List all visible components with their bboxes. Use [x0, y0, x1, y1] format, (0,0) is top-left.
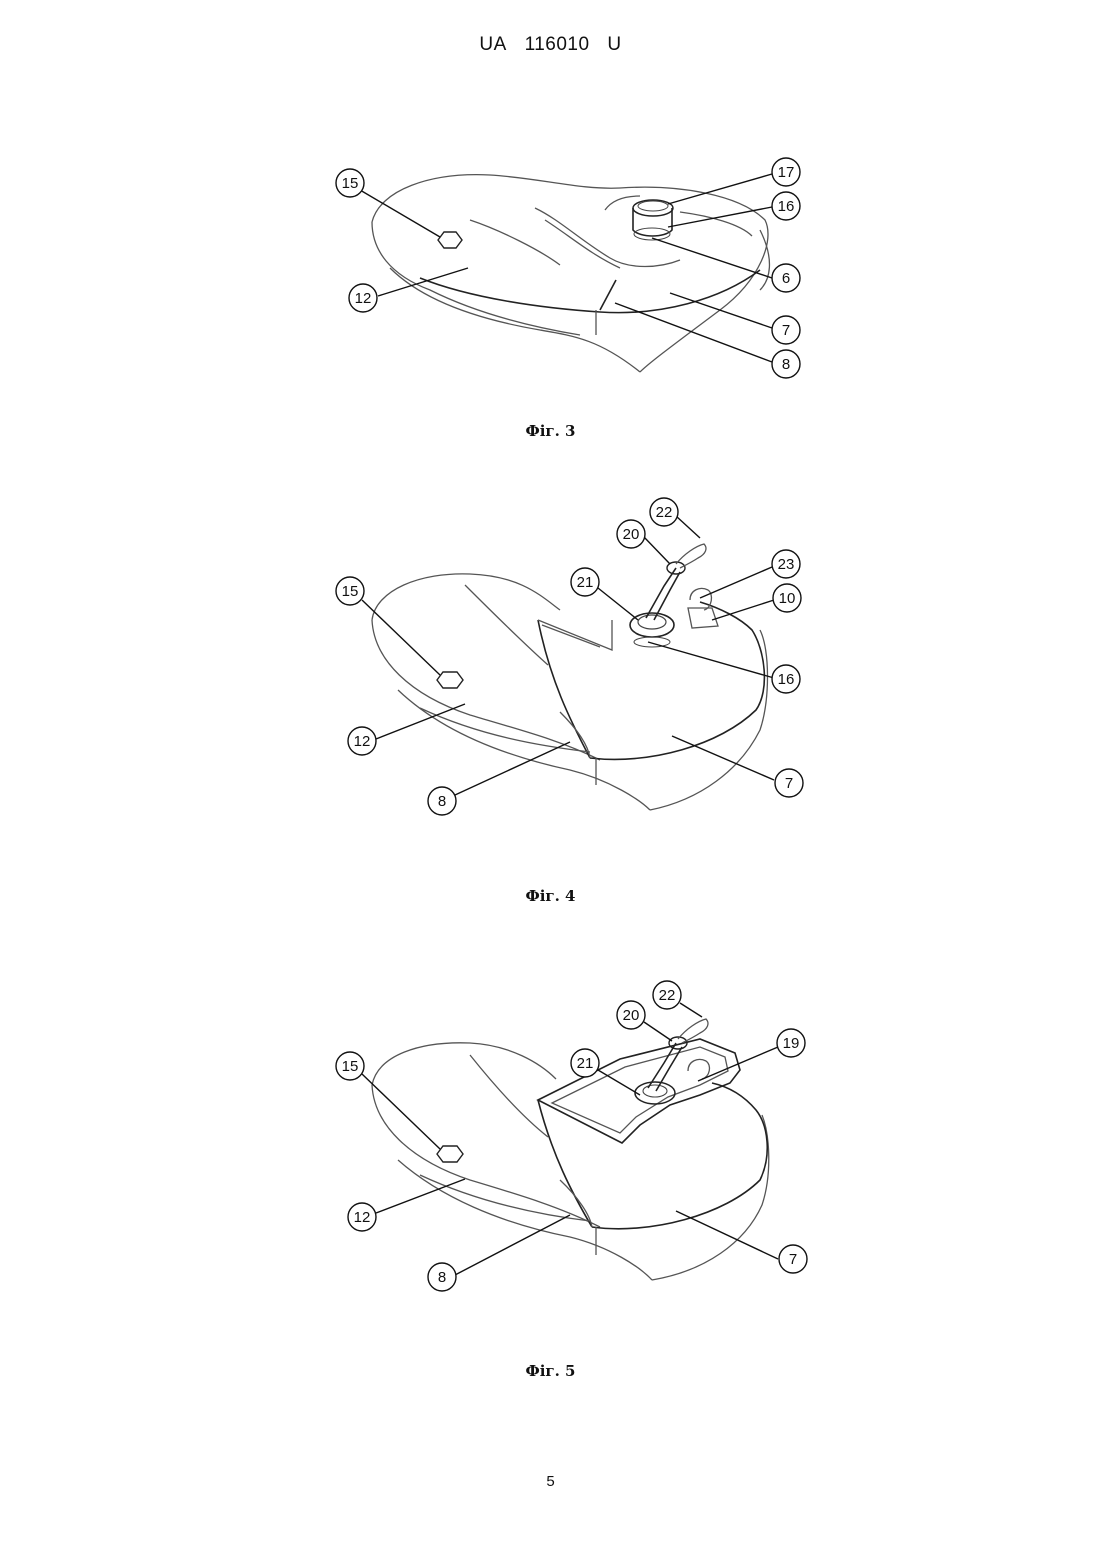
svg-text:12: 12	[354, 1209, 371, 1226]
svg-text:22: 22	[659, 987, 676, 1004]
svg-text:7: 7	[789, 1251, 797, 1268]
callout-21: 21	[571, 568, 599, 596]
callout-17: 17	[772, 158, 800, 186]
callout-12: 12	[348, 727, 376, 755]
callout-7: 7	[775, 769, 803, 797]
svg-text:20: 20	[623, 1007, 640, 1024]
figure-4-caption: Фіг. 4	[0, 887, 1101, 905]
svg-text:8: 8	[438, 1269, 446, 1286]
callout-7: 7	[772, 316, 800, 344]
svg-text:6: 6	[782, 270, 790, 287]
svg-text:19: 19	[783, 1035, 800, 1052]
callout-16: 16	[772, 192, 800, 220]
svg-text:15: 15	[342, 1058, 359, 1075]
callout-22: 22	[650, 498, 678, 526]
callout-6: 6	[772, 264, 800, 292]
svg-text:17: 17	[778, 164, 795, 181]
callout-15: 15	[336, 169, 364, 197]
callout-16: 16	[772, 665, 800, 693]
figure-4: 22 20 23 21 10 15 16 12 7 8	[0, 490, 1101, 830]
svg-text:20: 20	[623, 526, 640, 543]
figure-3-caption: Фіг. 3	[0, 422, 1101, 440]
callout-22: 22	[653, 981, 681, 1009]
callout-12: 12	[348, 1203, 376, 1231]
svg-text:22: 22	[656, 504, 673, 521]
svg-text:8: 8	[438, 793, 446, 810]
figure-5-caption: Фіг. 5	[0, 1362, 1101, 1380]
callout-8: 8	[772, 350, 800, 378]
svg-text:21: 21	[577, 574, 594, 591]
page-number: 5	[0, 1473, 1101, 1490]
figure-5-drawing: 22 20 19 21 15 12 7 8	[0, 975, 1101, 1315]
svg-text:15: 15	[342, 175, 359, 192]
callout-10: 10	[773, 584, 801, 612]
svg-text:12: 12	[355, 290, 372, 307]
callout-20: 20	[617, 520, 645, 548]
callout-21: 21	[571, 1049, 599, 1077]
patent-kind: U	[607, 34, 621, 55]
callout-23: 23	[772, 550, 800, 578]
svg-text:16: 16	[778, 198, 795, 215]
figure-5: 22 20 19 21 15 12 7 8	[0, 975, 1101, 1315]
svg-text:7: 7	[785, 775, 793, 792]
svg-text:23: 23	[778, 556, 795, 573]
patent-country: UA	[479, 34, 506, 55]
callout-8: 8	[428, 1263, 456, 1291]
figure-3-drawing: 15 17 16 6 12 7 8	[0, 150, 1101, 410]
svg-text:16: 16	[778, 671, 795, 688]
svg-text:21: 21	[577, 1055, 594, 1072]
svg-text:12: 12	[354, 733, 371, 750]
callout-12: 12	[349, 284, 377, 312]
svg-text:15: 15	[342, 583, 359, 600]
patent-number: 116010	[525, 34, 590, 55]
callout-15: 15	[336, 577, 364, 605]
callout-19: 19	[777, 1029, 805, 1057]
svg-text:8: 8	[782, 356, 790, 373]
callout-20: 20	[617, 1001, 645, 1029]
callout-7: 7	[779, 1245, 807, 1273]
callout-15: 15	[336, 1052, 364, 1080]
callout-8: 8	[428, 787, 456, 815]
svg-text:7: 7	[782, 322, 790, 339]
svg-text:10: 10	[779, 590, 796, 607]
figure-4-drawing: 22 20 23 21 10 15 16 12 7 8	[0, 490, 1101, 830]
patent-header: UA 116010 U	[0, 34, 1101, 56]
figure-3: 15 17 16 6 12 7 8	[0, 150, 1101, 410]
